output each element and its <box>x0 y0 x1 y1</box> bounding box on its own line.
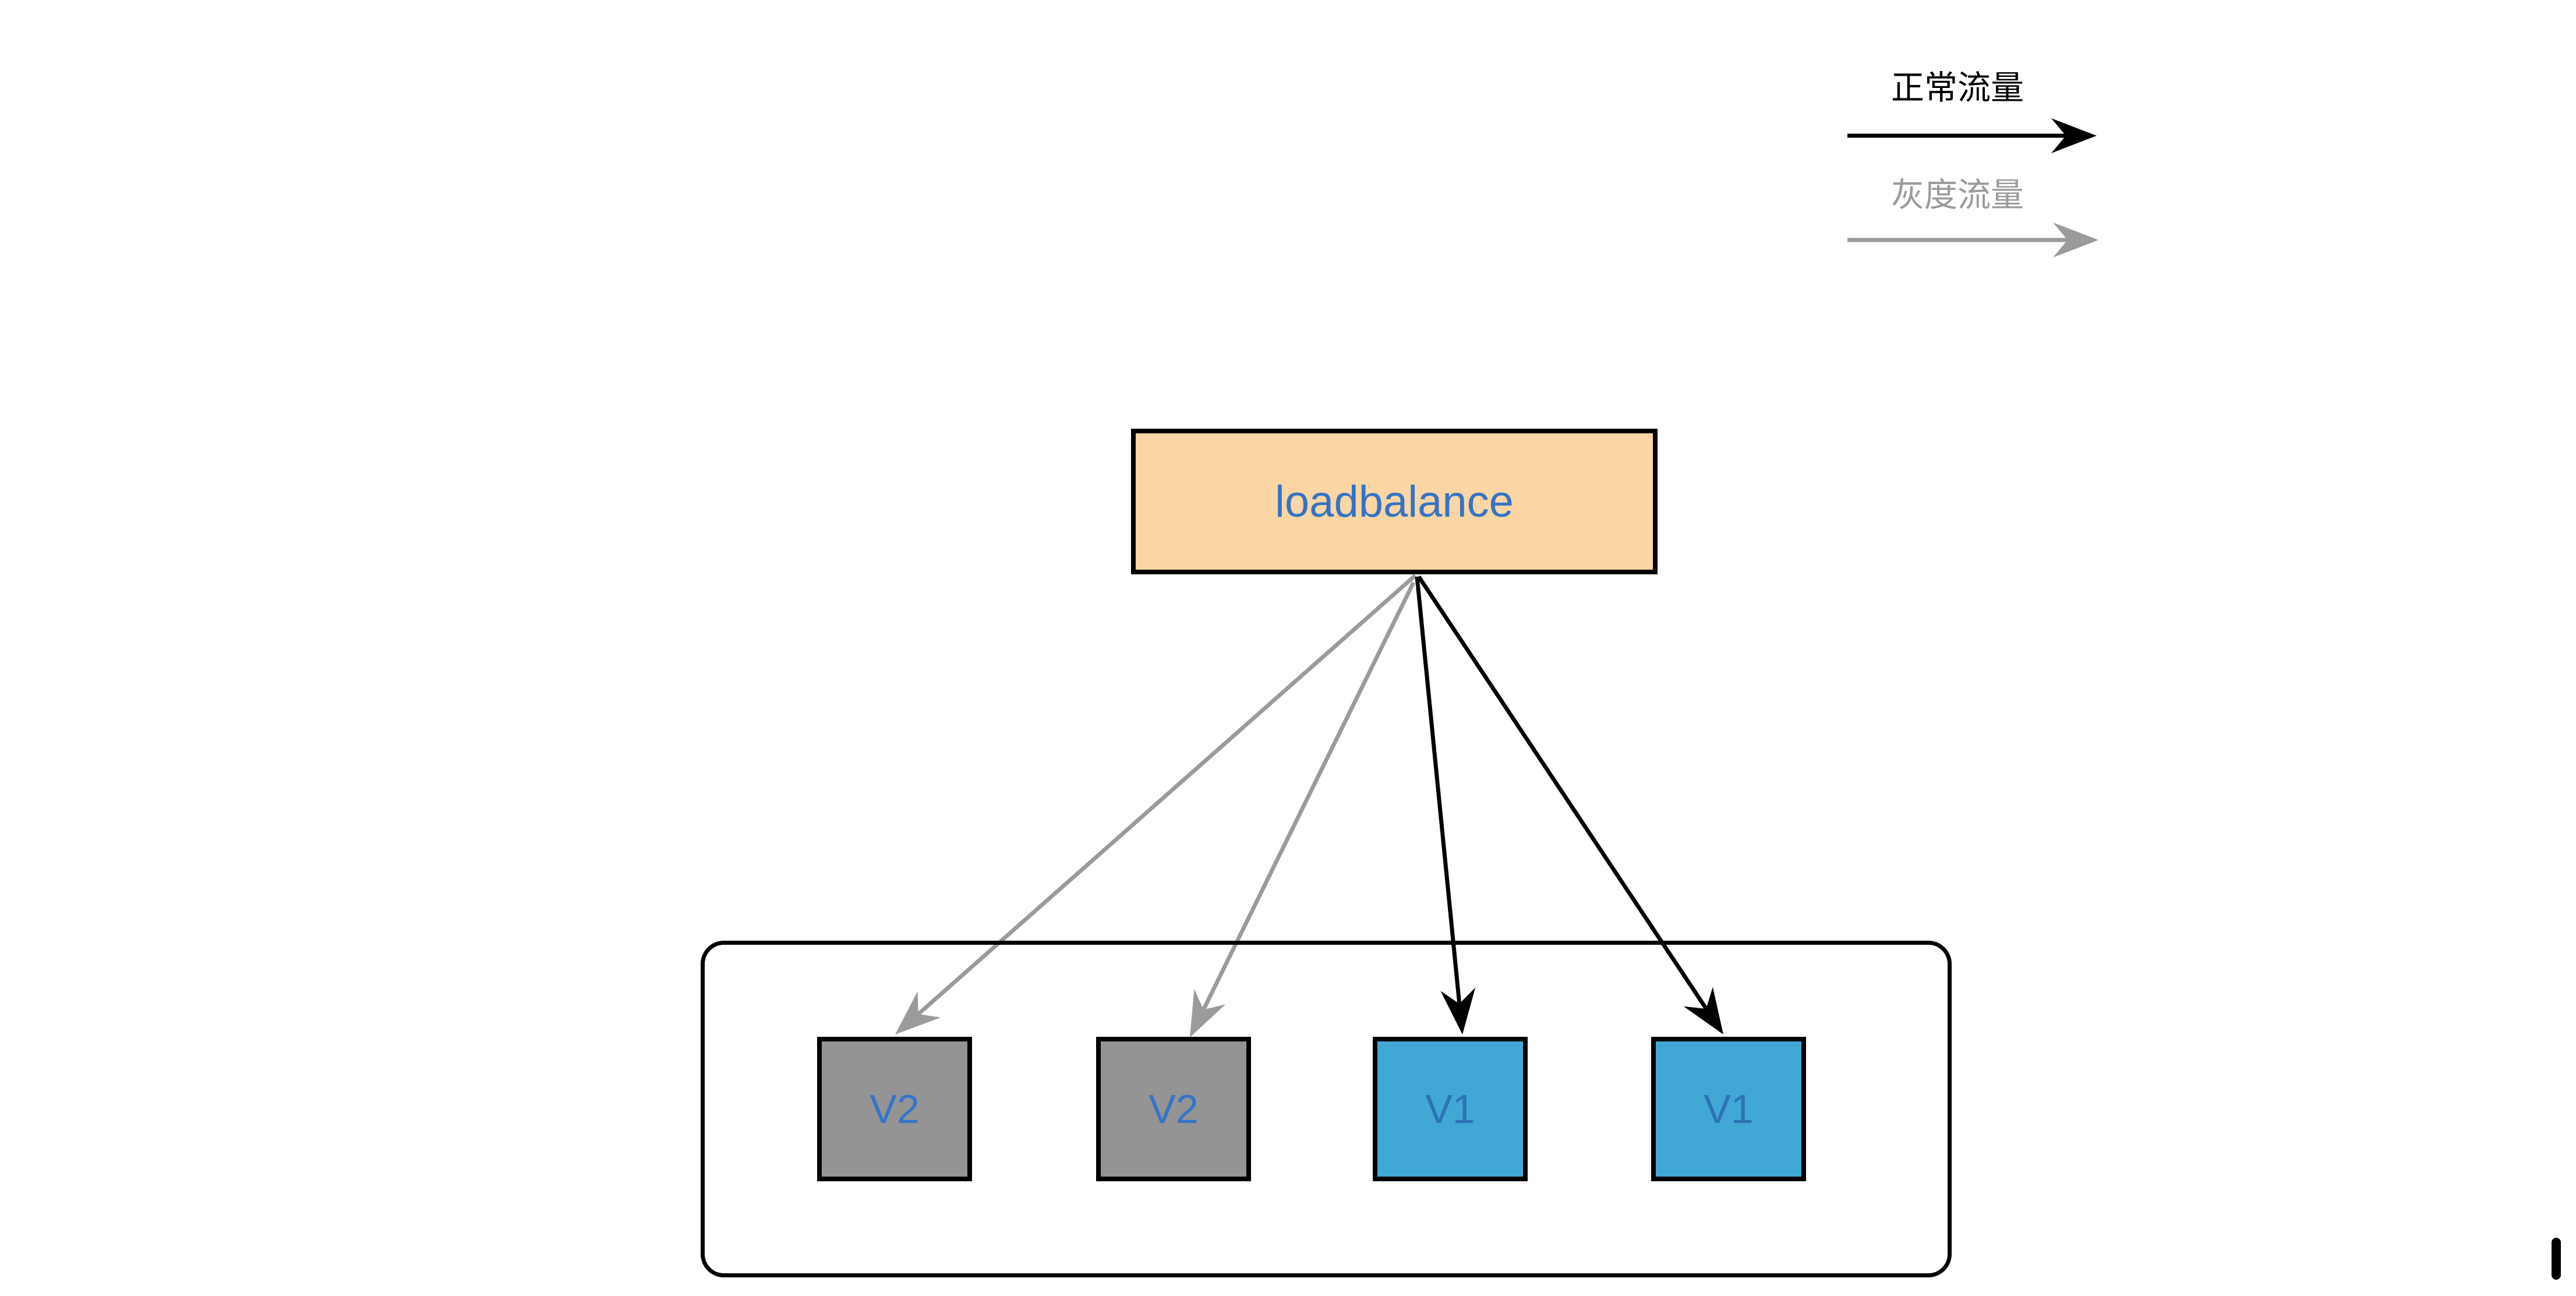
instance-box-v1-1: V1 <box>1373 1037 1528 1181</box>
legend-label-normal-traffic: 正常流量 <box>1891 69 2024 107</box>
loadbalancer-node: loadbalance <box>1131 429 1658 574</box>
instance-box-v2-2: V2 <box>1096 1037 1251 1181</box>
instance-label: V2 <box>1149 1086 1199 1132</box>
loadbalancer-label: loadbalance <box>1275 476 1514 527</box>
instance-box-v1-2: V1 <box>1651 1037 1806 1181</box>
instance-label: V1 <box>1704 1086 1754 1132</box>
instance-label: V1 <box>1425 1086 1475 1132</box>
instance-box-v2-1: V2 <box>817 1037 972 1181</box>
instance-label: V2 <box>870 1086 920 1132</box>
cursor-mark <box>2552 1238 2561 1280</box>
legend-label-gray-traffic: 灰度流量 <box>1891 176 2024 214</box>
cluster-container <box>701 941 1952 1277</box>
